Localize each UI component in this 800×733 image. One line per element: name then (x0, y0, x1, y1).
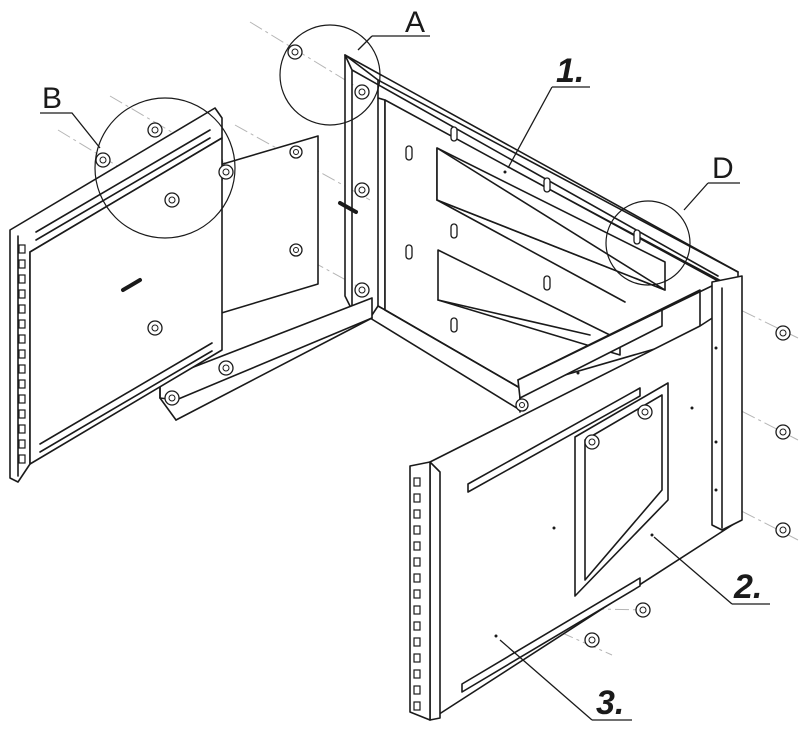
screw-head (164, 390, 180, 406)
screw-head (354, 84, 370, 100)
left-rack-rail (9, 107, 223, 483)
screw-head (218, 164, 234, 180)
screw-head (287, 44, 303, 60)
part-3-label: 3. (596, 684, 624, 722)
screw-head (218, 360, 234, 376)
screw-head (354, 282, 370, 298)
detail-circle-a (279, 24, 381, 126)
screw-head (775, 522, 791, 538)
screw-head (584, 632, 600, 648)
detail-circle-b (94, 97, 236, 239)
left-rail-holes (18, 244, 26, 464)
callout-a-label: A (405, 6, 425, 39)
part-1-label: 1. (556, 52, 584, 90)
detail-circle-d (605, 200, 691, 286)
callout-d-label: D (712, 152, 734, 185)
loose-bolt (121, 201, 358, 292)
screw-head (584, 434, 600, 450)
screw-head (354, 182, 370, 198)
callout-b-label: B (42, 82, 62, 115)
fasteners (95, 44, 791, 648)
screw-head (775, 424, 791, 440)
screw-head (147, 320, 163, 336)
screw-head (635, 602, 651, 618)
screw-head (515, 398, 529, 412)
screw-head (775, 325, 791, 341)
screw-head (147, 122, 163, 138)
part-2-label: 2. (733, 568, 762, 606)
leader-lines (40, 35, 770, 721)
right-rail-holes (413, 477, 421, 711)
screw-head (637, 404, 653, 420)
right-side-panel-part-3 (409, 170, 743, 721)
screw-head (289, 145, 303, 159)
screw-head (164, 192, 180, 208)
detail-circles (94, 24, 691, 286)
screw-head (95, 152, 111, 168)
screw-head (289, 243, 303, 257)
